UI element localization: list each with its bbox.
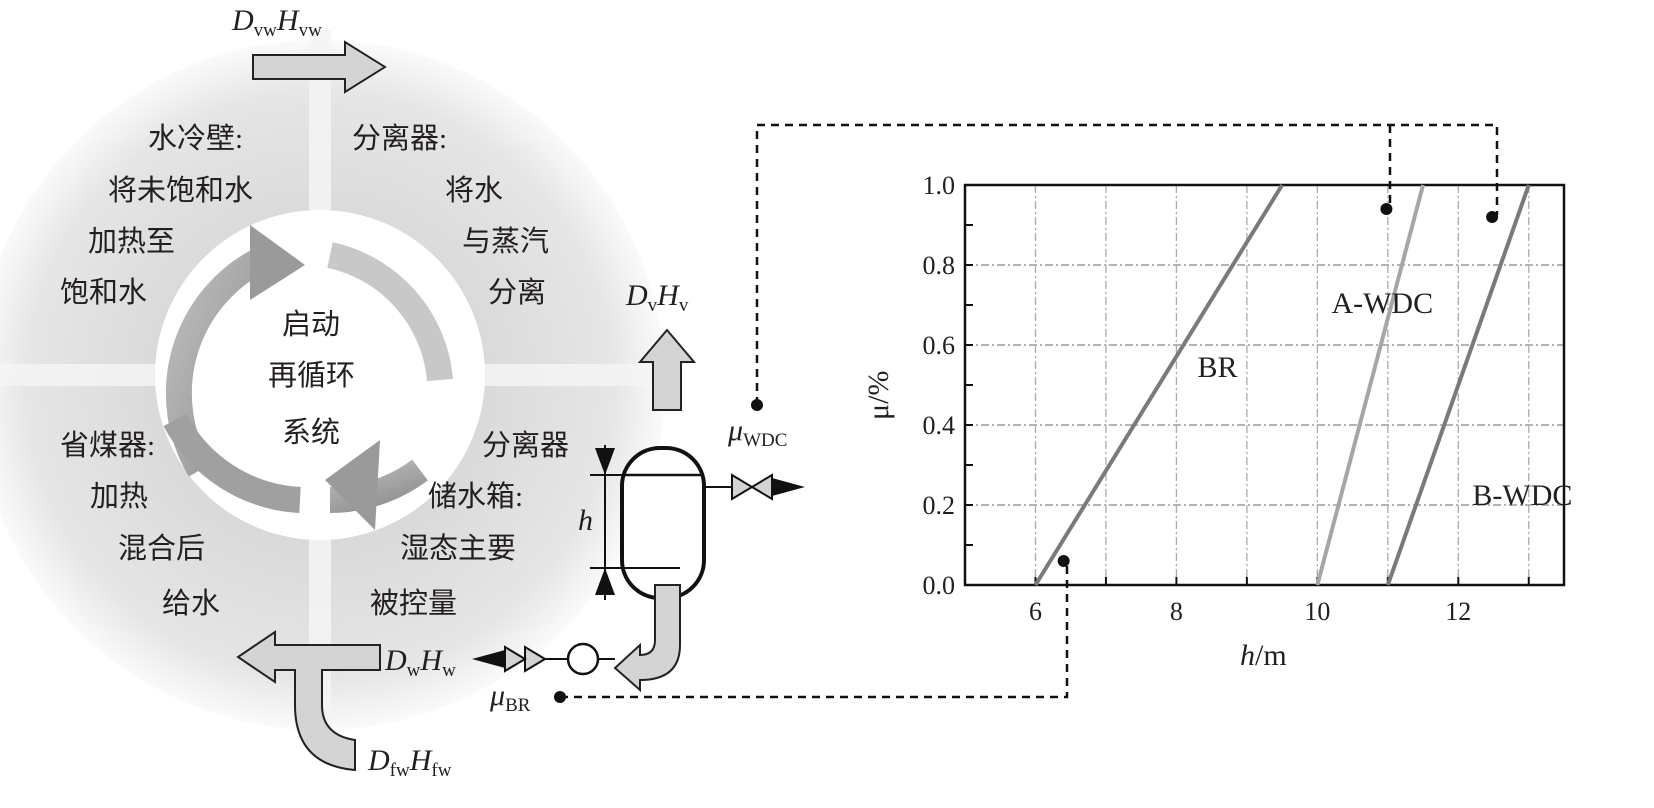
level-label-h: h (578, 504, 593, 537)
leader-lines (560, 123, 1499, 699)
x-tick-label: 12 (1445, 597, 1471, 626)
mu-br-dot (554, 691, 566, 703)
series-line-a-wdc (1315, 184, 1425, 586)
plot-frame (963, 183, 1566, 587)
waterwall-line: 饱和水 (60, 276, 147, 309)
arrow-up-icon (595, 568, 615, 595)
x-tick-label: 6 (1029, 597, 1042, 626)
mu-wdc-dot (751, 399, 763, 411)
series-label: A-WDC (1331, 287, 1433, 320)
label-fw: DfwHfw (367, 744, 452, 781)
label-vw: DvwHvw (231, 4, 322, 41)
marker-b-wdc (1486, 211, 1499, 223)
tank-label: 分离器 储水箱: 湿态主要 被控量 (370, 429, 569, 620)
economizer-line: 混合后 (118, 532, 205, 565)
vw-flow-arrow-icon (252, 40, 387, 94)
series-line-b-wdc (1385, 184, 1531, 586)
label-w: DwHw (384, 644, 456, 681)
opening-level-chart: 0.0 0.2 0.4 0.6 0.8 1.0 6 8 10 12 BR A-WDC B-WDC (923, 171, 1573, 626)
drain-flow-arrow-icon (613, 584, 681, 693)
cycle-arrows (163, 242, 453, 513)
economizer-label: 省煤器: 加热 混合后 给水 (60, 429, 220, 620)
steam-flow-arrow-icon (637, 328, 697, 411)
circulation-pump-icon[interactable] (566, 642, 600, 676)
separator-tank (620, 446, 706, 600)
tank-line: 储水箱: (428, 480, 523, 513)
y-tick-label: 1.0 (923, 171, 956, 200)
wdc-outlet-arrow-icon (772, 478, 805, 496)
separator-label: 分离器: 将水 与蒸汽 分离 (352, 122, 549, 309)
economizer-line: 省煤器: (60, 429, 155, 462)
center-label-2: 再循环 (268, 359, 355, 392)
label-v: DvHv (625, 279, 689, 316)
marker-a-wdc (1380, 203, 1393, 215)
recirculation-cycle (0, 30, 670, 750)
arrow-down-icon (595, 448, 615, 475)
center-label-1: 启动 (282, 308, 340, 341)
y-tick-label: 0.2 (923, 491, 956, 520)
separator-line: 与蒸汽 (462, 225, 549, 258)
economizer-line: 加热 (90, 480, 148, 513)
waterwall-line: 加热至 (88, 225, 175, 258)
waterwall-label: 水冷壁: 将未饱和水 加热至 饱和水 (60, 122, 253, 309)
separator-line: 分离 (488, 276, 546, 309)
y-tick-label: 0.0 (923, 571, 956, 600)
series-label: BR (1198, 351, 1238, 384)
series-label: B-WDC (1472, 479, 1572, 512)
cycle-arrowhead-icon (250, 225, 305, 300)
waterwall-line: 将未饱和水 (108, 174, 253, 207)
economizer-line: 给水 (162, 587, 220, 620)
x-tick-label: 8 (1170, 597, 1183, 626)
cycle-arrowhead-icon (325, 440, 380, 530)
tank-line: 被控量 (370, 587, 457, 620)
y-tick-label: 0.4 (923, 411, 956, 440)
y-axis-label: μ/% (862, 371, 895, 420)
x-tick-label: 10 (1304, 597, 1330, 626)
wdc-valve-icon[interactable] (731, 473, 754, 501)
center-label: 启动 再循环 系统 (268, 308, 355, 449)
br-outlet-arrow-icon (472, 650, 505, 668)
y-tick-label: 0.6 (923, 331, 956, 360)
label-mu-br: μBR (489, 679, 531, 716)
tank-line: 湿态主要 (400, 532, 516, 565)
center-label-3: 系统 (282, 416, 340, 449)
label-mu-wdc: μWDC (727, 414, 787, 451)
y-tick-label: 0.8 (923, 251, 956, 280)
separator-line: 将水 (445, 174, 503, 207)
feedwater-flow-arrow-icon (236, 630, 381, 772)
tank-line: 分离器 (482, 429, 569, 462)
separator-line: 分离器: (352, 122, 447, 155)
marker-br (1057, 555, 1070, 567)
x-axis-label: h/m (1240, 639, 1287, 672)
waterwall-line: 水冷壁: (148, 122, 243, 155)
series-line-br (1033, 183, 1284, 587)
